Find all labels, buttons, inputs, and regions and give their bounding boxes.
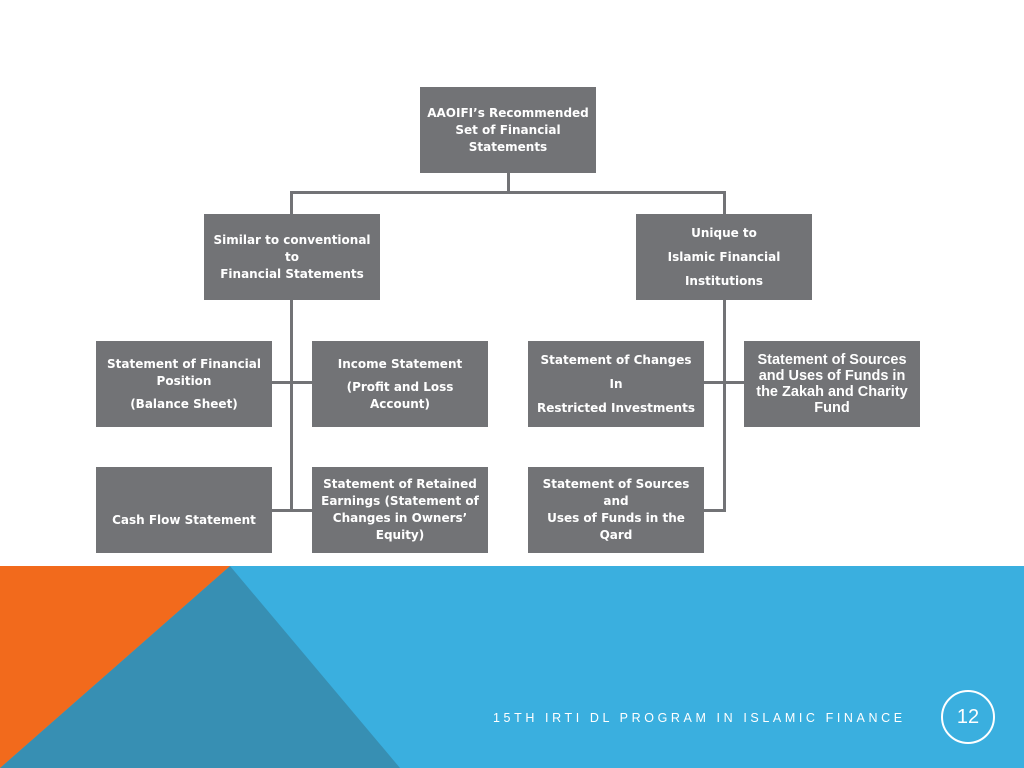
zakah-line-4: Fund (814, 400, 850, 416)
left-branch-box: Similar to conventional to Financial Sta… (204, 214, 380, 300)
connector-right-row1 (704, 381, 744, 384)
connector-right-trunk (723, 300, 726, 511)
program-title: 15TH IRTI DL PROGRAM IN ISLAMIC FINANCE (493, 711, 906, 725)
orange-triangle (0, 566, 230, 768)
income-statement-line-1: Income Statement (337, 356, 463, 371)
retained-earnings-line-3: Changes in Owners’ (332, 511, 468, 525)
qard-fund-box: Statement of Sources and Uses of Funds i… (528, 467, 704, 553)
balance-sheet-line-2: Position (156, 373, 212, 388)
balance-sheet-line-3: (Balance Sheet) (130, 396, 238, 411)
right-branch-line-3: Institutions (684, 274, 764, 288)
right-branch-box: Unique to Islamic Financial Institutions (636, 214, 812, 300)
right-branch-line-1: Unique to (691, 226, 757, 240)
restricted-investments-box: Statement of Changes In Restricted Inves… (528, 341, 704, 427)
restricted-investments-line-1: Statement of Changes (540, 353, 692, 367)
left-branch-line-1: Similar to conventional to (213, 232, 371, 264)
income-statement-line-2: (Profit and Loss Account) (346, 379, 454, 411)
connector-left-trunk (290, 300, 293, 511)
retained-earnings-line-4: Equity) (375, 528, 425, 542)
page-number-badge: 12 (941, 690, 995, 744)
zakah-line-3: the Zakah and Charity (756, 384, 908, 400)
connector-root-stem (507, 173, 510, 193)
zakah-line-2: and Uses of Funds in (758, 368, 906, 384)
income-statement-box: Income Statement (Profit and Loss Accoun… (312, 341, 488, 427)
right-branch-line-2: Islamic Financial (667, 250, 781, 264)
cash-flow-line-1: Cash Flow Statement (112, 512, 256, 527)
root-box: AAOIFI’s Recommended Set of Financial St… (420, 87, 596, 173)
left-branch-line-2: Financial Statements (220, 266, 364, 281)
restricted-investments-line-3: Restricted Investments (537, 401, 695, 415)
qard-line-1: Statement of Sources and (542, 477, 690, 508)
restricted-investments-line-2: In (609, 377, 623, 391)
retained-earnings-box: Statement of Retained Earnings (Statemen… (312, 467, 488, 553)
retained-earnings-line-1: Statement of Retained (323, 477, 477, 491)
connector-right-drop (723, 191, 726, 214)
retained-earnings-line-2: Earnings (Statement of (321, 494, 479, 508)
page-number: 12 (956, 705, 980, 728)
connector-left-row1 (272, 381, 312, 384)
connector-left-drop (290, 191, 293, 214)
balance-sheet-box: Statement of Financial Position (Balance… (96, 341, 272, 427)
zakah-line-1: Statement of Sources (757, 352, 907, 368)
balance-sheet-line-1: Statement of Financial (106, 356, 262, 371)
connector-top-horizontal (290, 191, 726, 194)
cash-flow-box: Cash Flow Statement (96, 467, 272, 553)
connector-right-row2 (704, 509, 726, 512)
zakah-charity-fund-box: Statement of Sources and Uses of Funds i… (744, 341, 920, 427)
dark-blue-triangle (0, 566, 400, 768)
root-line-1: AAOIFI’s Recommended (427, 105, 589, 120)
connector-left-row2 (272, 509, 312, 512)
qard-line-2: Uses of Funds in the Qard (547, 511, 685, 542)
root-line-2: Set of Financial Statements (455, 122, 561, 154)
